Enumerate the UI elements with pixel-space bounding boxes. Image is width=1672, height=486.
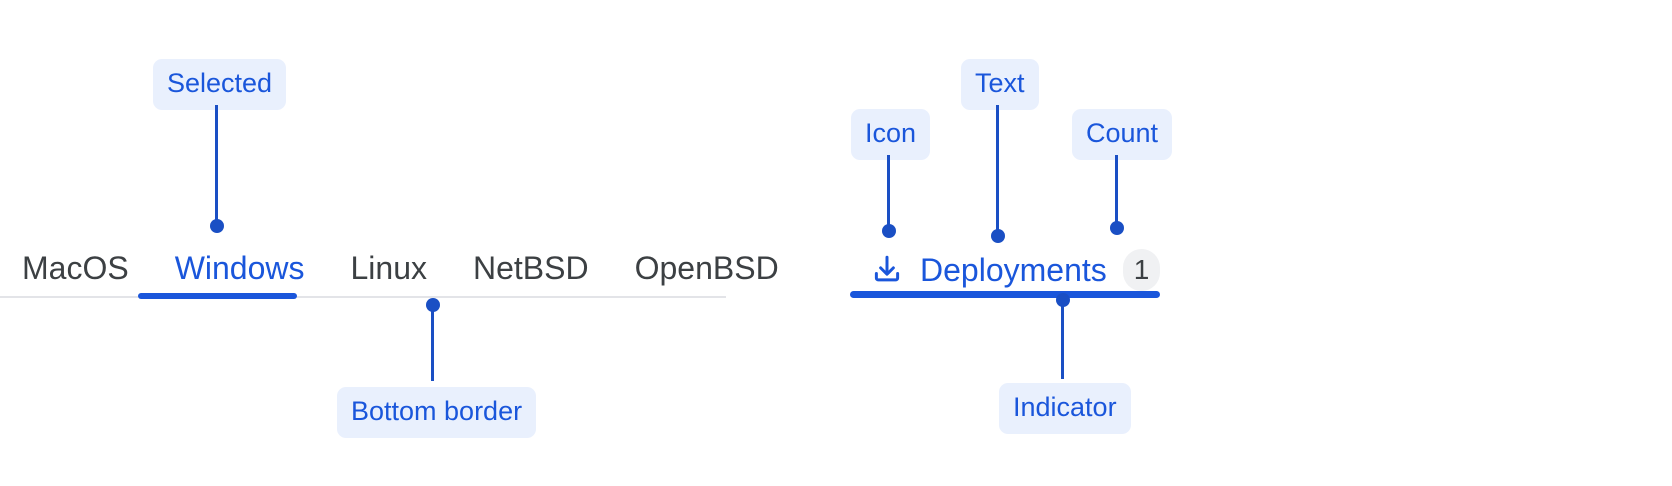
leader-dot-text	[991, 229, 1005, 243]
leader-dot-icon	[882, 224, 896, 238]
leader-line-indicator	[1061, 300, 1064, 379]
leader-line-icon	[887, 155, 890, 231]
os-tab-list: MacOS Windows Linux NetBSD OpenBSD	[22, 252, 779, 310]
leader-line-text	[996, 105, 999, 233]
annotation-chip-count: Count	[1072, 109, 1173, 160]
tab-windows[interactable]: Windows	[174, 250, 305, 286]
tab-deployments-count-badge: 1	[1122, 249, 1161, 291]
annotation-chip-selected: Selected	[153, 59, 287, 110]
download-icon	[870, 253, 904, 287]
tabs-bottom-border	[0, 296, 726, 298]
annotation-chip-bottom-border: Bottom border	[337, 387, 537, 438]
leader-line-bottom-border	[431, 305, 434, 381]
tab-netbsd[interactable]: NetBSD	[473, 250, 589, 286]
tab-openbsd[interactable]: OpenBSD	[634, 250, 779, 286]
leader-dot-bottom-border	[426, 298, 440, 312]
leader-line-selected	[215, 105, 218, 225]
tab-deployments-indicator	[850, 291, 1160, 298]
leader-dot-count	[1110, 221, 1124, 235]
annotation-chip-text: Text	[961, 59, 1039, 110]
leader-line-count	[1115, 155, 1118, 227]
tab-deployments[interactable]: Deployments 1	[870, 249, 1161, 291]
annotation-chip-icon: Icon	[851, 109, 931, 160]
leader-dot-selected	[210, 219, 224, 233]
tab-macos[interactable]: MacOS	[22, 250, 129, 286]
tab-deployments-label: Deployments	[920, 252, 1107, 288]
tab-selected-indicator	[138, 293, 297, 299]
annotation-chip-indicator: Indicator	[999, 383, 1131, 434]
tab-linux[interactable]: Linux	[350, 250, 428, 286]
